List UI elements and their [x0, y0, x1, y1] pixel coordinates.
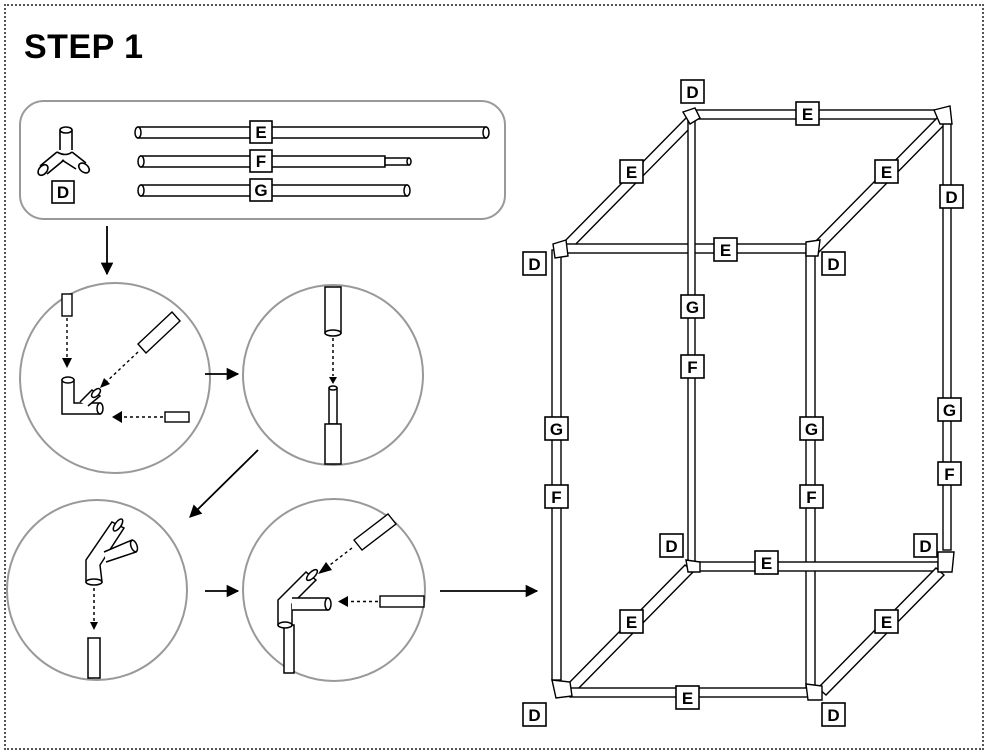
step-title: STEP 1 — [24, 28, 144, 66]
label-box — [937, 397, 962, 422]
detail-circle-2 — [242, 284, 424, 466]
detail-circle-1 — [19, 282, 211, 474]
frame-label-bottom-back-left-corner: D — [665, 537, 677, 556]
label-box — [544, 484, 569, 509]
frame-label-bottom-front-edge: E — [682, 689, 693, 708]
label-box — [619, 159, 644, 184]
connector-d-icon — [37, 126, 91, 177]
pipe-g-label: G — [254, 181, 267, 200]
frame-label-top-front-left-corner: D — [528, 255, 540, 274]
label-box — [821, 251, 846, 276]
frame-label-top-back-right-corner: D — [945, 188, 957, 207]
frame-label-top-front-right-corner: D — [827, 255, 839, 274]
frame-label-front-left-lower: F — [551, 488, 561, 507]
pipe-g-label-box — [249, 178, 273, 202]
label-box — [874, 609, 899, 634]
connector-d-label: D — [57, 183, 69, 202]
frame-label-back-left-lower: F — [687, 358, 697, 377]
pipe-g — [137, 184, 411, 197]
pipe-e — [134, 126, 490, 139]
label-box — [522, 251, 547, 276]
frame-label-bottom-right-edge: E — [881, 613, 892, 632]
frame-label-bottom-back-edge: E — [761, 554, 772, 573]
label-box — [680, 79, 705, 104]
pipe-f-label: F — [256, 152, 266, 171]
frame-label-back-right-upper: G — [943, 401, 956, 420]
label-box — [713, 237, 738, 262]
pipe-f — [137, 155, 412, 168]
frame-label-bottom-left-edge: E — [626, 613, 637, 632]
label-box — [659, 533, 684, 558]
frame-label-top-back-edge: E — [802, 105, 813, 124]
label-box — [680, 294, 705, 319]
label-box — [939, 184, 964, 209]
pipe-e-label-box — [249, 120, 273, 144]
frame-label-bottom-front-right-corner: D — [827, 706, 839, 725]
label-box — [799, 484, 824, 509]
dotted-page-border — [4, 4, 984, 750]
label-box — [799, 416, 824, 441]
pipe-e-label: E — [255, 123, 266, 142]
frame-label-bottom-back-right-corner: D — [919, 537, 931, 556]
label-box — [675, 685, 700, 710]
assembled-frame: D E E E D D E D G F G G G F F F D D E E — [522, 79, 964, 727]
frame-label-front-right-upper: G — [805, 420, 818, 439]
frame-label-top-right-edge: E — [881, 163, 892, 182]
label-box — [937, 461, 962, 486]
label-box — [544, 416, 569, 441]
label-box — [619, 609, 644, 634]
frame-label-top-left-edge: E — [626, 163, 637, 182]
frame-label-front-right-lower: F — [806, 488, 816, 507]
label-box — [754, 550, 779, 575]
frame-label-front-left-upper: G — [550, 420, 563, 439]
parts-legend: D E F — [19, 100, 506, 220]
label-box — [913, 533, 938, 558]
label-box — [522, 702, 547, 727]
label-box — [795, 101, 820, 126]
frame-label-top-back-left-corner: D — [686, 83, 698, 102]
label-box — [680, 354, 705, 379]
frame-label-bottom-front-left-corner: D — [528, 706, 540, 725]
pipe-f-label-box — [249, 149, 273, 173]
detail-circle-4 — [242, 498, 426, 682]
frame-label-back-right-lower: F — [944, 465, 954, 484]
frame-label-top-front-edge: E — [720, 241, 731, 260]
label-box — [874, 159, 899, 184]
connector-d-label-box — [51, 180, 75, 204]
detail-circle-3 — [6, 499, 188, 681]
label-box — [821, 702, 846, 727]
frame-label-back-left-upper: G — [686, 298, 699, 317]
diagonal-arrow — [189, 449, 259, 518]
